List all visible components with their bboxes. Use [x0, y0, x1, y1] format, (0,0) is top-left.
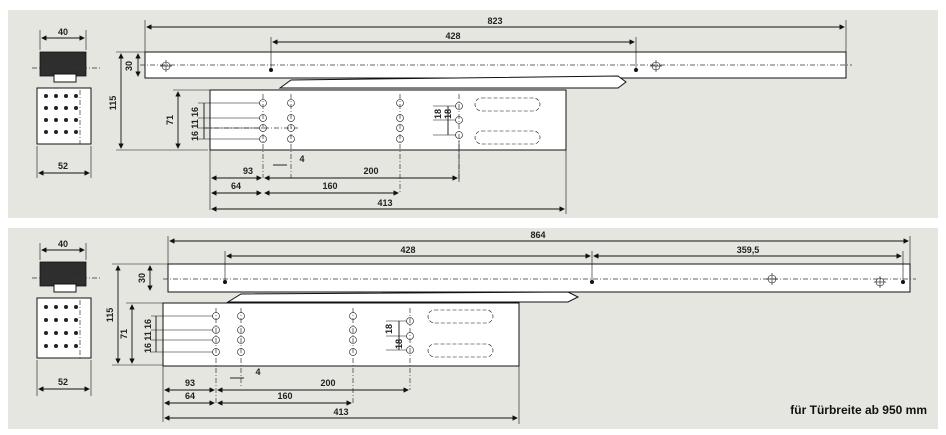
body-hole-grid [44, 94, 78, 134]
front-view: 30 864 428 359,5 [119, 230, 916, 424]
dim-64: 64 [231, 181, 241, 191]
slot-top [427, 309, 494, 324]
slide-arm [278, 75, 627, 89]
dim-93: 93 [185, 378, 195, 388]
dim-rail-height: 30 [124, 61, 134, 71]
dim-hole-spacing: 428 [400, 245, 415, 255]
dim-413: 413 [333, 407, 348, 417]
dim-71: 71 [119, 329, 129, 339]
dim-width: 40 [58, 239, 68, 249]
closer-body-front [209, 89, 567, 151]
mounting-block [53, 73, 77, 83]
slide-arm [226, 291, 580, 303]
dim-93: 93 [243, 166, 253, 176]
dim-359-5: 359,5 [737, 245, 760, 255]
dim-200: 200 [320, 378, 335, 388]
mounting-block [53, 283, 77, 293]
side-view: 40 52 115 [32, 239, 168, 396]
technical-drawing-standard: 40 52 115 30 [32, 16, 852, 214]
closer-body-front [162, 302, 520, 367]
dim-18-top: 18 [384, 324, 394, 334]
dim-16-top: 16 [143, 319, 153, 329]
dim-depth: 52 [58, 377, 68, 387]
dim-160: 160 [322, 181, 337, 191]
dim-rail-height: 30 [137, 273, 147, 283]
dim-18-top: 18 [433, 109, 443, 119]
dim-16-bottom: 16 [143, 343, 153, 353]
dim-body-height: 115 [108, 96, 118, 111]
dim-11: 11 [143, 331, 153, 341]
door-width-caption: für Türbreite ab 950 mm [790, 403, 927, 417]
dim-4: 4 [255, 367, 260, 377]
dim-413: 413 [377, 198, 392, 208]
dim-hole-spacing: 428 [445, 31, 460, 41]
dim-width: 40 [58, 27, 68, 37]
side-view: 40 52 115 [32, 27, 208, 178]
slot-bottom [427, 343, 494, 358]
body-hole-grid [44, 305, 78, 348]
dim-18-bottom: 18 [394, 339, 404, 349]
drawing-panel-wide-door: 40 52 115 30 [8, 228, 938, 429]
dim-16-bottom: 16 [190, 131, 200, 141]
dim-depth: 52 [58, 161, 68, 171]
dim-4: 4 [299, 154, 304, 164]
dim-18-bottom: 18 [443, 109, 453, 119]
rail-profile [39, 261, 87, 287]
slide-rail [167, 263, 911, 293]
dim-rail-length: 823 [487, 16, 502, 26]
dim-64: 64 [185, 391, 195, 401]
dim-71: 71 [165, 115, 175, 125]
dim-body-height: 115 [105, 308, 115, 323]
front-view: 30 823 428 [124, 16, 852, 214]
technical-drawing-wide-door: 40 52 115 30 [32, 230, 927, 424]
dim-16-top: 16 [190, 107, 200, 117]
dim-200: 200 [363, 166, 378, 176]
slot-top [474, 97, 541, 112]
drawing-panel-standard: 40 52 115 30 [8, 10, 938, 218]
rail-profile [39, 51, 87, 77]
dim-11: 11 [190, 119, 200, 129]
dim-rail-length: 864 [530, 230, 545, 240]
dim-160: 160 [277, 391, 292, 401]
slot-bottom [474, 130, 541, 145]
